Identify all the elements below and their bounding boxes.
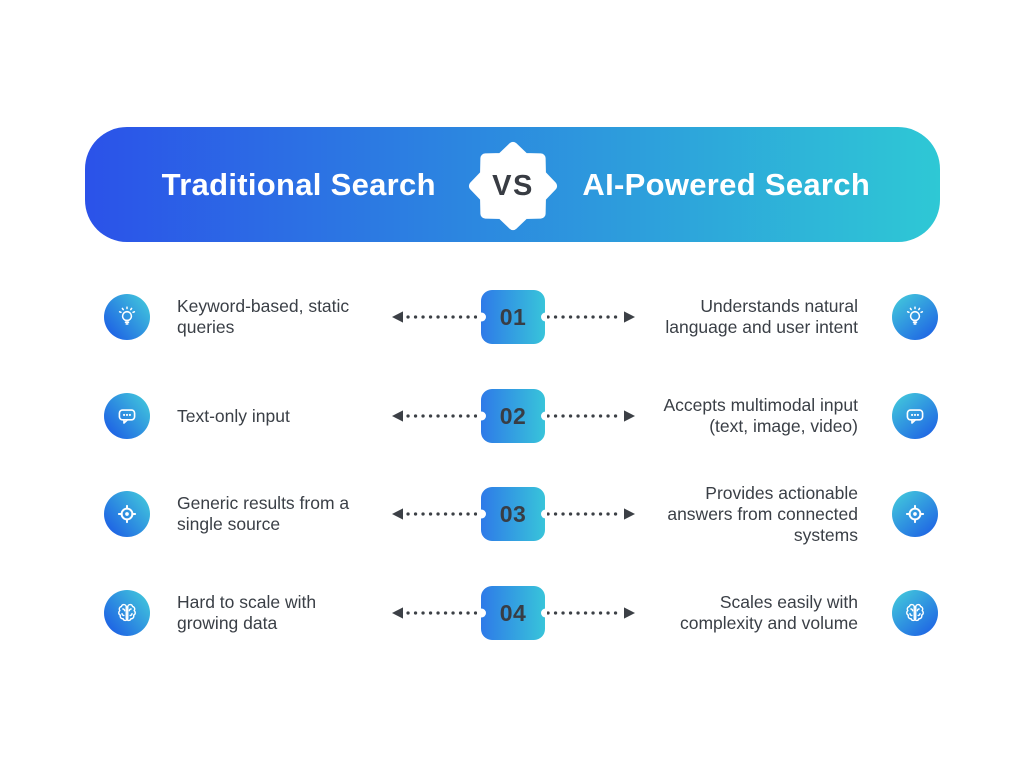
comparison-row-4: Hard to scale with growing data 04 Scale…	[0, 578, 1024, 648]
step-number-badge: 02	[481, 389, 545, 443]
step-number-badge: 03	[481, 487, 545, 541]
traditional-point-text: Keyword-based, static queries	[177, 296, 350, 337]
step-number: 04	[499, 599, 527, 626]
traditional-point-text: Generic results from a single source	[177, 493, 350, 534]
ai-point-text: Scales easily with complexity and volume	[680, 592, 858, 633]
dotted-arrow-left-icon	[392, 410, 479, 422]
comparison-row-1: Keyword-based, static queries 01 Underst…	[0, 282, 1024, 352]
chat-dots-icon	[104, 393, 150, 439]
dotted-arrow-right-icon	[547, 311, 635, 323]
target-icon	[892, 491, 938, 537]
step-number: 03	[499, 500, 527, 527]
dotted-arrow-right-icon	[547, 508, 635, 520]
ai-point-text: Accepts multimodal input (text, image, v…	[663, 395, 858, 436]
dotted-arrow-right-icon	[547, 410, 635, 422]
starburst-icon	[468, 141, 558, 231]
dotted-arrow-left-icon	[392, 607, 479, 619]
comparison-row-2: Text-only input 02 Accepts multimodal in…	[0, 381, 1024, 451]
step-number-badge: 04	[481, 586, 545, 640]
right-column-title: AI-Powered Search	[582, 166, 871, 202]
comparison-row-3: Generic results from a single source 03 …	[0, 479, 1024, 549]
step-number: 02	[499, 402, 527, 429]
step-number-badge: 01	[481, 290, 545, 344]
ai-point-text: Understands natural language and user in…	[665, 296, 858, 337]
lightbulb-icon	[104, 294, 150, 340]
brain-icon	[104, 590, 150, 636]
dotted-arrow-right-icon	[547, 607, 635, 619]
chat-dots-icon	[892, 393, 938, 439]
left-column-title: Traditional Search	[161, 166, 436, 202]
dotted-arrow-left-icon	[392, 311, 479, 323]
ai-point-text: Provides actionable answers from connect…	[667, 482, 858, 545]
vs-label: VS	[492, 169, 534, 202]
brain-icon	[892, 590, 938, 636]
vs-badge: VS	[464, 137, 562, 235]
target-icon	[104, 491, 150, 537]
step-number: 01	[499, 303, 527, 330]
lightbulb-icon	[892, 294, 938, 340]
traditional-point-text: Text-only input	[177, 405, 290, 426]
traditional-point-text: Hard to scale with growing data	[177, 592, 317, 633]
dotted-arrow-left-icon	[392, 508, 479, 520]
